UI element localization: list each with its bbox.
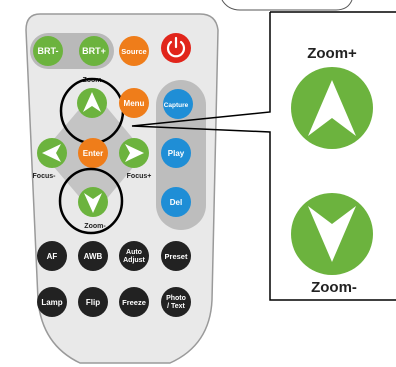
- callout-panel: [131, 11, 396, 301]
- capture-label: Capture: [164, 102, 189, 109]
- freeze-label: Freeze: [122, 298, 146, 307]
- lamp-label: Lamp: [41, 298, 62, 307]
- menu-button[interactable]: Menu: [119, 88, 149, 118]
- awb-button[interactable]: AWB: [78, 241, 108, 271]
- zoom-plus-callout-label: Zoom+: [307, 45, 357, 62]
- arrow-down-icon: [308, 206, 356, 262]
- source-button[interactable]: Source: [119, 36, 149, 66]
- zoom-minus-highlight: [58, 167, 124, 235]
- arrow-down-icon: [84, 193, 102, 213]
- preset-button[interactable]: Preset: [161, 241, 191, 271]
- zoom-plus-button[interactable]: [77, 88, 107, 118]
- enter-label: Enter: [83, 149, 103, 158]
- del-button[interactable]: Del: [161, 187, 191, 217]
- flip-label: Flip: [86, 298, 100, 307]
- photo-text-button[interactable]: Photo / Text: [161, 287, 191, 317]
- brt-plus-button[interactable]: BRT+: [79, 36, 109, 66]
- del-label: Del: [170, 198, 182, 207]
- arrow-left-icon: [42, 144, 61, 162]
- play-button[interactable]: Play: [161, 138, 191, 168]
- focus-plus-button[interactable]: [119, 138, 149, 168]
- play-label: Play: [168, 149, 185, 158]
- zoom-minus-small-label: Zoom-: [84, 223, 106, 230]
- auto-adjust-label-2: Adjust: [123, 257, 145, 264]
- arrow-right-icon: [125, 144, 144, 162]
- af-button[interactable]: AF: [37, 241, 67, 271]
- lamp-button[interactable]: Lamp: [37, 287, 67, 317]
- menu-label: Menu: [124, 99, 145, 108]
- photo-text-label-2: / Text: [167, 303, 185, 310]
- brt-minus-button[interactable]: BRT-: [33, 36, 63, 66]
- capture-button[interactable]: Capture: [163, 89, 193, 119]
- power-icon: [166, 36, 186, 58]
- zoom-minus-callout-button: [291, 193, 373, 275]
- focus-plus-label: Focus+: [127, 173, 152, 180]
- flip-button[interactable]: Flip: [78, 287, 108, 317]
- freeze-button[interactable]: Freeze: [119, 287, 149, 317]
- zoom-minus-callout-label: Zoom-: [311, 279, 357, 296]
- focus-minus-button[interactable]: [37, 138, 67, 168]
- photo-text-label-1: Photo: [166, 295, 186, 302]
- source-label: Source: [121, 47, 146, 56]
- af-label: AF: [47, 252, 58, 261]
- brt-minus-label: BRT-: [38, 46, 59, 56]
- auto-adjust-label-1: Auto: [126, 249, 142, 256]
- preset-label: Preset: [165, 252, 188, 261]
- zoom-minus-button[interactable]: [78, 187, 108, 217]
- power-button[interactable]: [161, 33, 191, 63]
- enter-button[interactable]: Enter: [78, 138, 108, 168]
- arrow-up-icon: [308, 80, 356, 136]
- brt-plus-label: BRT+: [82, 46, 106, 56]
- zoom-small-label: Zoom: [82, 77, 101, 84]
- focus-minus-label: Focus-: [33, 173, 57, 180]
- zoom-plus-callout-button: [291, 67, 373, 149]
- auto-adjust-button[interactable]: Auto Adjust: [119, 241, 149, 271]
- awb-label: AWB: [84, 252, 103, 261]
- decorative-frame-top: [221, 0, 353, 11]
- arrow-up-icon: [83, 92, 101, 112]
